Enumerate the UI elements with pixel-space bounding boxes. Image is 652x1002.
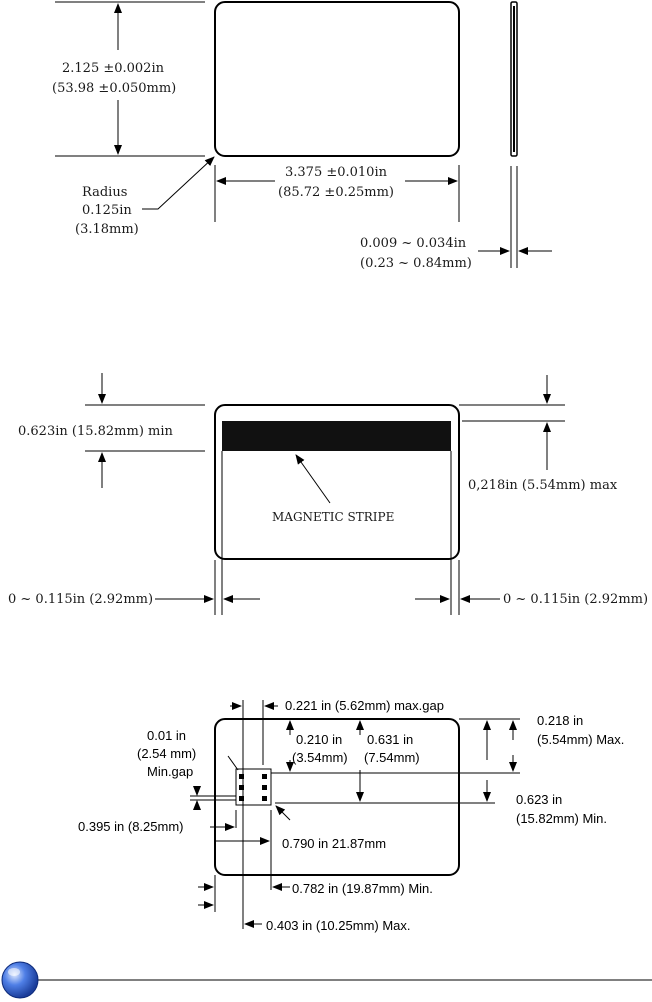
- radius-label-2: 0.125in: [82, 203, 132, 218]
- chip-782-label: 0.782 in (19.87mm) Min.: [292, 881, 433, 896]
- height-mm-label: (53.98 ±0.050mm): [52, 81, 176, 96]
- magnetic-stripe-figure: 0.623in (15.82mm) min 0,218in (5.54mm) m…: [8, 373, 648, 615]
- radius-label-3: (3.18mm): [75, 222, 139, 237]
- card-chip-outline: [214, 718, 460, 876]
- stripe-bottom-max-label: 0,218in (5.54mm) max: [468, 478, 618, 493]
- chip-210-label-1: 0.210 in: [296, 732, 342, 747]
- chip-210-label-2: (3.54mm): [292, 750, 348, 765]
- chip-631-label-2: (7.54mm): [364, 750, 420, 765]
- chip-790-label: 0.790 in 21.87mm: [282, 836, 386, 851]
- chip-location-figure: 0.221 in (5.62mm) max.gap 0.210 in (3.54…: [78, 698, 624, 933]
- chip-395-label: 0.395 in (8.25mm): [78, 819, 184, 834]
- width-in-label: 3.375 ±0.010in: [285, 165, 388, 180]
- thickness-mm-label: (0.23 ~ 0.84mm): [360, 256, 472, 271]
- stripe-left-margin-label: 0 ~ 0.115in (2.92mm): [8, 592, 153, 607]
- chip-631-label-1: 0.631 in: [367, 732, 413, 747]
- stripe-right-margin-label: 0 ~ 0.115in (2.92mm): [503, 592, 648, 607]
- stripe-top-min-label: 0.623in (15.82mm) min: [18, 424, 174, 439]
- chip-mingap-label-2: (2.54 mm): [137, 746, 196, 761]
- card-dimensions-figure: 2.125 ±0.002in (53.98 ±0.050mm) 3.375 ±0…: [52, 1, 552, 271]
- chip-218-label-1: 0.218 in: [537, 713, 583, 728]
- chip-max-gap-label: 0.221 in (5.62mm) max.gap: [285, 698, 444, 713]
- width-mm-label: (85.72 ±0.25mm): [278, 185, 394, 200]
- chip-623-label-2: (15.82mm) Min.: [516, 811, 607, 826]
- page-footer: [1, 961, 652, 999]
- card-front-outline: [214, 1, 460, 157]
- magnetic-stripe-band: [222, 421, 451, 451]
- chip-218-label-2: (5.54mm) Max.: [537, 732, 624, 747]
- radius-label-1: Radius: [82, 185, 127, 200]
- magnetic-stripe-label: MAGNETIC STRIPE: [272, 510, 394, 524]
- height-in-label: 2.125 ±0.002in: [62, 61, 165, 76]
- thickness-in-label: 0.009 ~ 0.034in: [360, 236, 467, 251]
- chip-403-label: 0.403 in (10.25mm) Max.: [266, 918, 411, 933]
- footer-ball-icon: [1, 961, 39, 999]
- chip-623-label-1: 0.623 in: [516, 792, 562, 807]
- chip-mingap-label-1: 0.01 in: [147, 728, 186, 743]
- chip-mingap-label-3: Min.gap: [147, 764, 193, 779]
